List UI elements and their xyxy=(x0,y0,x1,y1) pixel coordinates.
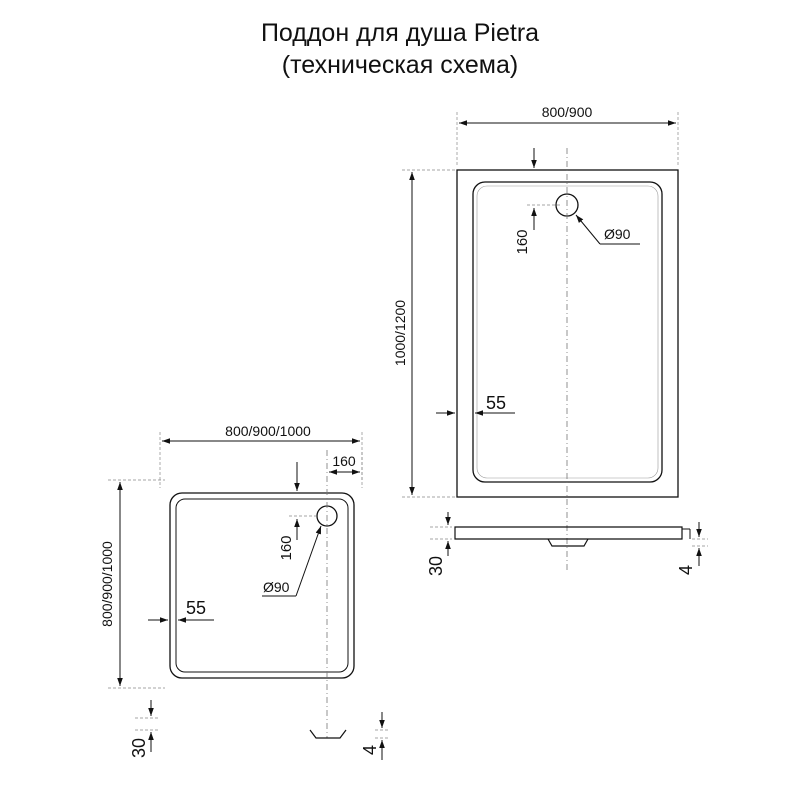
rect-tray-width-label: 800/900 xyxy=(542,104,593,120)
square-tray-length-dimension xyxy=(108,479,165,689)
rect-tray-foot-label: 4 xyxy=(676,565,696,575)
rect-tray-drain-offset-dimension xyxy=(527,148,560,230)
square-tray-width-label: 800/900/1000 xyxy=(225,423,311,439)
rect-tray-width-dimension xyxy=(456,112,679,165)
rect-tray-length-label: 1000/1200 xyxy=(392,300,408,366)
rect-tray-drain-diameter-leader xyxy=(575,214,640,245)
square-tray-side-view xyxy=(135,700,390,760)
rect-tray-height-label: 30 xyxy=(426,556,446,576)
square-tray-length-label: 800/900/1000 xyxy=(99,541,115,627)
rect-tray-side-view xyxy=(430,512,708,566)
square-tray-height-label: 30 xyxy=(129,738,149,758)
square-tray-outline xyxy=(169,492,355,679)
rect-tray-outline xyxy=(456,169,679,498)
rect-tray-drain-offset-label: 160 xyxy=(514,229,531,254)
square-tray-top-view xyxy=(169,450,355,738)
square-tray-inner-basin xyxy=(175,498,349,673)
rect-tray-drain-diameter-label: Ø90 xyxy=(604,226,631,242)
square-tray-foot-label: 4 xyxy=(360,745,380,755)
square-tray-drain-diameter-leader xyxy=(262,525,322,597)
square-tray-border-label: 55 xyxy=(186,598,206,618)
diagram-title-line1: Поддон для душа Pietra xyxy=(260,19,540,47)
square-tray-drain-offset-label: 160 xyxy=(278,535,295,560)
square-tray-drain-diameter-label: Ø90 xyxy=(263,579,290,595)
rect-tray-border-label: 55 xyxy=(486,393,506,413)
square-tray-drain-offset-dimension xyxy=(289,462,316,540)
diagram-title-line2: (техническая схема) xyxy=(281,51,519,79)
square-tray-drain-side-offset-label: 160 xyxy=(332,453,356,469)
rect-tray-length-dimension xyxy=(402,169,455,498)
rect-tray-top-view xyxy=(456,148,679,570)
rect-tray-inner-basin xyxy=(472,181,663,483)
square-tray-drain-side-offset-dimension xyxy=(329,452,363,480)
